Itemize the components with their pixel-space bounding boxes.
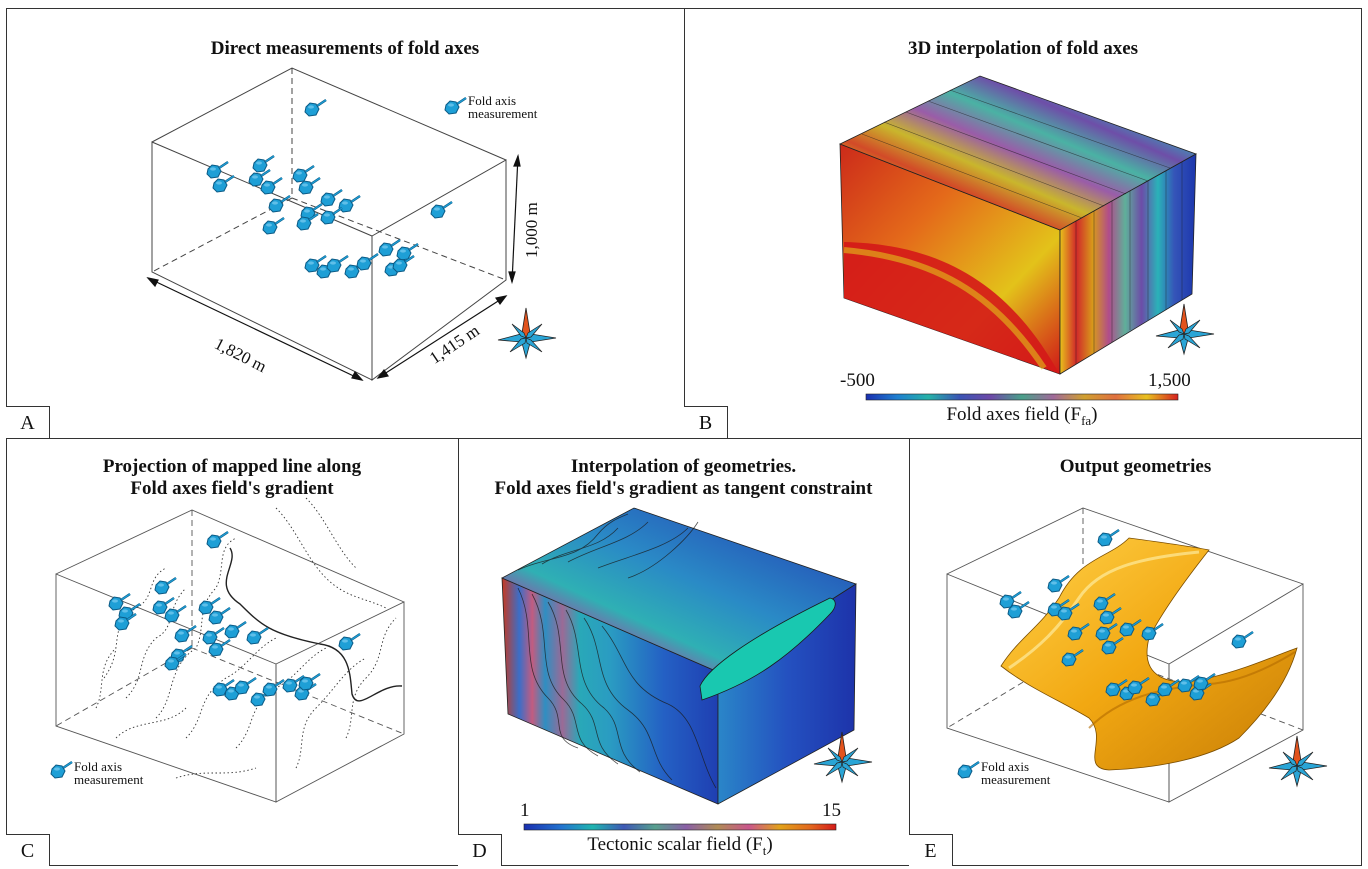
panel-c-block-diagram [49, 497, 405, 803]
panel-label-a: A [6, 406, 50, 438]
legend-line1: Fold axis [468, 93, 517, 108]
legend-line2: measurement [468, 106, 538, 121]
panel-label-c: C [6, 834, 50, 866]
colorbar-d-max: 15 [822, 800, 841, 821]
panel-b: 3D interpolation of fold axes -500 1,500… [684, 8, 1362, 438]
divider-de [909, 438, 910, 866]
panel-e: Output geometries Fold axis measurement [909, 438, 1362, 866]
panel-b-title: 3D interpolation of fold axes [907, 38, 1139, 59]
colorbar-d-title-end: ) [766, 834, 773, 855]
panel-label-d: D [458, 834, 502, 866]
colorbar-b-max: 1,500 [1148, 370, 1191, 391]
panel-c-title-line1: Projection of mapped line along [102, 456, 362, 477]
colorbar-d-title-text: Tectonic scalar field (F [587, 834, 763, 855]
legend-e: Fold axis measurement [981, 760, 1050, 786]
colorbar-b-title-text: Fold axes field (F [946, 404, 1082, 425]
panel-b-interpolated-volume [839, 75, 1215, 401]
colorbar-d-title: Tectonic scalar field (Ft) [524, 834, 836, 859]
fold-axis-measurement-icon [205, 98, 454, 280]
panel-a-title: Direct measurements of fold axes [210, 38, 480, 59]
fold-axis-measurement-icon [107, 530, 362, 708]
colorbar-b-title-end: ) [1091, 404, 1098, 425]
divider-cd [458, 438, 459, 866]
panel-label-b: B [684, 406, 728, 438]
colorbar-b [865, 393, 1179, 401]
panel-e-block-diagram [946, 507, 1328, 803]
legend-line1: Fold axis [74, 759, 123, 774]
panel-a-block-diagram [146, 67, 557, 381]
colorbar-d-min: 1 [520, 800, 530, 821]
panel-e-title: Output geometries [1059, 456, 1212, 477]
colorbar-d [523, 823, 837, 831]
colorbar-b-title-sub: fa [1081, 412, 1092, 428]
divider-ab [684, 8, 685, 439]
legend-line1: Fold axis [981, 759, 1030, 774]
compass-rose-icon [1155, 303, 1215, 355]
panel-d-title-line2: Fold axes field's gradient as tangent co… [494, 478, 873, 499]
colorbar-b-min: -500 [840, 370, 875, 391]
panel-d-title: Interpolation of geometries. Fold axes f… [458, 456, 909, 500]
panel-d-interpolated-volume [501, 507, 873, 831]
legend-line2: measurement [981, 772, 1051, 787]
colorbar-b-title: Fold axes field (Ffa) [866, 404, 1178, 429]
colorbar-d-title-sub: t [762, 842, 767, 858]
compass-rose-icon [497, 307, 557, 359]
panel-d-title-line1: Interpolation of geometries. [570, 456, 797, 477]
dimension-height: 1,000 m [522, 202, 541, 258]
panel-d: Interpolation of geometries. Fold axes f… [458, 438, 909, 866]
panel-c-title: Projection of mapped line along Fold axe… [6, 456, 458, 500]
legend-a: Fold axis measurement [468, 94, 537, 120]
legend-line2: measurement [74, 772, 144, 787]
panel-a: Direct measurements of fold axes [6, 8, 684, 438]
legend-measurement-icon [956, 760, 981, 780]
panel-c-title-line2: Fold axes field's gradient [130, 478, 334, 499]
legend-measurement-icon [49, 760, 74, 780]
panel-label-e: E [909, 834, 953, 866]
legend-c: Fold axis measurement [74, 760, 143, 786]
panel-c: Projection of mapped line along Fold axe… [6, 438, 458, 866]
legend-measurement-icon [443, 96, 468, 116]
